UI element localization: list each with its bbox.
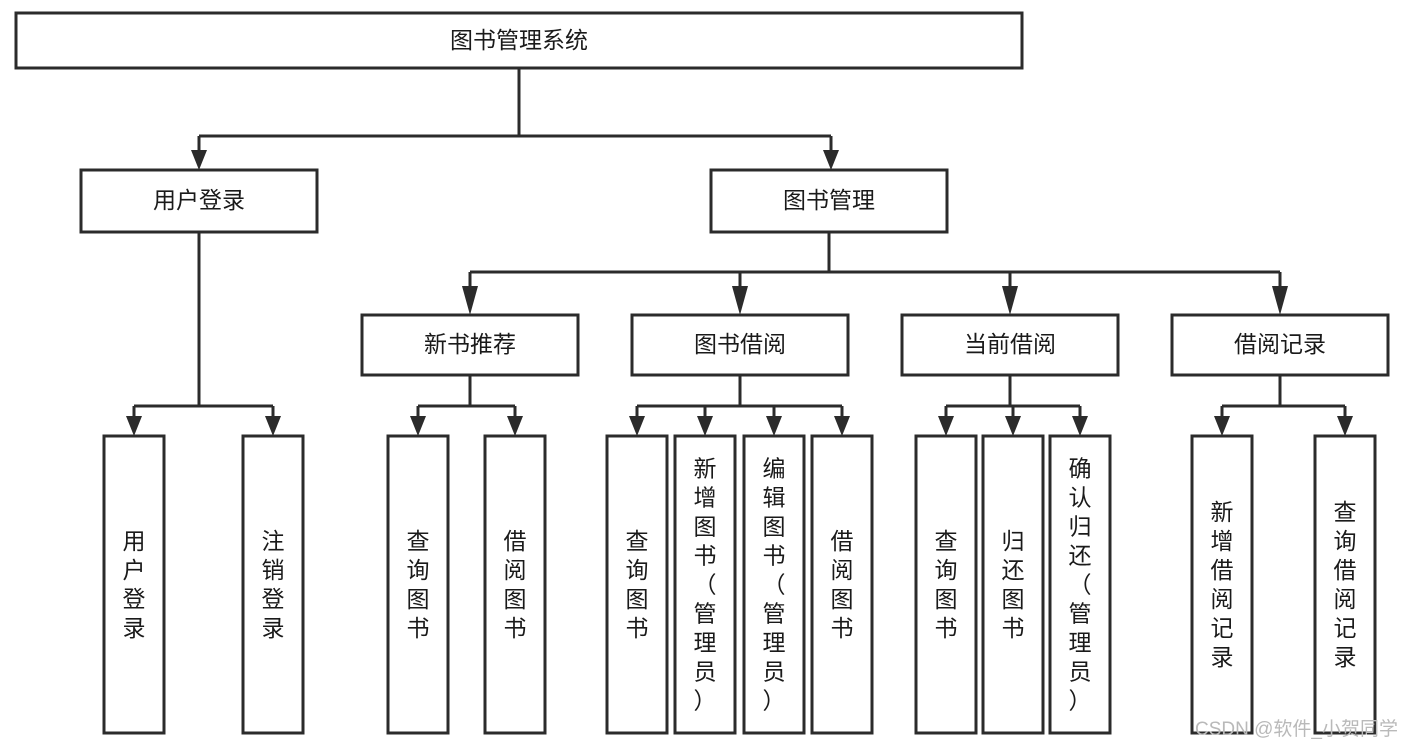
leaf-add-borrow-record-label: 新增借阅记录 <box>1211 499 1234 670</box>
leaf-query-book-nbr-label: 查询图书 <box>407 528 430 641</box>
leaf-borrow-book-nbr-label: 借阅图书 <box>504 528 527 641</box>
node-new-book-recommend[interactable]: 新书推荐 <box>360 313 580 377</box>
node-user-login[interactable]: 用户登录 <box>79 168 319 234</box>
node-root-book-management-system[interactable]: 图书管理系统 <box>14 11 1024 70</box>
node-user-login-box[interactable] <box>79 168 319 234</box>
leaf-node-logout[interactable]: 注销登录 <box>241 434 305 735</box>
leaf-logout-label: 注销登录 <box>262 528 285 641</box>
arrow-head-leaf-user-login <box>126 416 142 436</box>
arrow-head-bb-leaf-4 <box>834 416 850 436</box>
node-new-book-recommend-box[interactable] <box>360 313 580 377</box>
node-book-borrow-box[interactable] <box>630 313 850 377</box>
arrow-head-book-borrow <box>732 286 748 315</box>
leaf-node-add-borrow-record[interactable]: 新增借阅记录 <box>1190 434 1254 735</box>
leaf-confirm-return-admin-box[interactable] <box>1048 434 1112 735</box>
leaf-query-book-bb-box[interactable] <box>605 434 669 735</box>
leaf-node-borrow-book-nbr[interactable]: 借阅图书 <box>483 434 547 735</box>
arrow-head-cb-leaf-3 <box>1072 416 1088 436</box>
node-root-box[interactable] <box>14 11 1024 70</box>
arrow-head-borrow-record <box>1272 286 1288 315</box>
arrow-head-nbr-leaf-1 <box>410 416 426 436</box>
csdn-watermark: CSDN @软件_小贺同学 <box>1195 718 1398 740</box>
leaf-return-book-box[interactable] <box>981 434 1045 735</box>
node-borrow-record[interactable]: 借阅记录 <box>1170 313 1390 377</box>
leaf-user-login-box[interactable] <box>102 434 166 735</box>
leaf-query-borrow-record-label: 查询借阅记录 <box>1334 499 1357 670</box>
leaf-node-add-book-admin[interactable]: 新增图书（管理员） <box>673 434 737 735</box>
arrow-head-current-borrow <box>1002 286 1018 315</box>
leaf-node-user-login[interactable]: 用户登录 <box>102 434 166 735</box>
leaf-return-book-label: 归还图书 <box>1002 528 1025 641</box>
node-borrow-record-label: 借阅记录 <box>1234 331 1326 357</box>
leaf-edit-book-admin-label: 编辑图书（管理员） <box>763 456 786 714</box>
leaf-edit-book-admin-box[interactable] <box>742 434 806 735</box>
arrow-head-nbr-leaf-2 <box>507 416 523 436</box>
leaf-add-borrow-record-box[interactable] <box>1190 434 1254 735</box>
leaf-node-query-book-bb[interactable]: 查询图书 <box>605 434 669 735</box>
arrow-head-cb-leaf-1 <box>938 416 954 436</box>
node-book-borrow-label: 图书借阅 <box>694 331 786 357</box>
leaf-node-borrow-book-bb[interactable]: 借阅图书 <box>810 434 874 735</box>
leaf-query-book-nbr-box[interactable] <box>386 434 450 735</box>
connector-layer <box>126 68 1353 436</box>
arrow-head-leaf-logout <box>265 416 281 436</box>
arrow-head-user-login <box>191 150 207 170</box>
node-current-borrow-box[interactable] <box>900 313 1120 377</box>
arrow-head-bb-leaf-2 <box>697 416 713 436</box>
leaf-borrow-book-nbr-box[interactable] <box>483 434 547 735</box>
leaf-node-return-book[interactable]: 归还图书 <box>981 434 1045 735</box>
node-user-login-label: 用户登录 <box>153 187 245 213</box>
node-book-management[interactable]: 图书管理 <box>709 168 949 234</box>
leaf-node-query-book-cb[interactable]: 查询图书 <box>914 434 978 735</box>
arrow-head-cb-leaf-2 <box>1005 416 1021 436</box>
arrow-head-book-manage <box>823 150 839 170</box>
leaf-add-book-admin-box[interactable] <box>673 434 737 735</box>
leaf-confirm-return-admin-label: 确认归还（管理员） <box>1069 456 1092 714</box>
leaf-query-borrow-record-box[interactable] <box>1313 434 1377 735</box>
leaf-query-book-bb-label: 查询图书 <box>626 528 649 641</box>
node-current-borrow[interactable]: 当前借阅 <box>900 313 1120 377</box>
arrow-head-br-leaf-1 <box>1214 416 1230 436</box>
arrow-head-new-book-rec <box>462 286 478 315</box>
node-book-management-box[interactable] <box>709 168 949 234</box>
node-borrow-record-box[interactable] <box>1170 313 1390 377</box>
node-current-borrow-label: 当前借阅 <box>964 331 1056 357</box>
leaf-add-book-admin-label: 新增图书（管理员） <box>694 456 717 714</box>
node-book-management-label: 图书管理 <box>783 187 875 213</box>
leaf-query-book-cb-box[interactable] <box>914 434 978 735</box>
arrow-head-br-leaf-2 <box>1337 416 1353 436</box>
leaf-borrow-book-bb-label: 借阅图书 <box>831 528 854 641</box>
arrow-head-bb-leaf-1 <box>629 416 645 436</box>
leaf-node-query-borrow-record[interactable]: 查询借阅记录 <box>1313 434 1377 735</box>
leaf-user-login-label: 用户登录 <box>123 528 146 641</box>
leaf-node-query-book-nbr[interactable]: 查询图书 <box>386 434 450 735</box>
node-new-book-recommend-label: 新书推荐 <box>424 331 516 357</box>
arrow-head-bb-leaf-3 <box>766 416 782 436</box>
leaf-node-confirm-return-admin[interactable]: 确认归还（管理员） <box>1048 434 1112 735</box>
leaf-logout-box[interactable] <box>241 434 305 735</box>
leaf-borrow-book-bb-box[interactable] <box>810 434 874 735</box>
leaf-node-edit-book-admin[interactable]: 编辑图书（管理员） <box>742 434 806 735</box>
node-book-borrow[interactable]: 图书借阅 <box>630 313 850 377</box>
node-root-label: 图书管理系统 <box>450 27 588 53</box>
leaf-query-book-cb-label: 查询图书 <box>935 528 958 641</box>
